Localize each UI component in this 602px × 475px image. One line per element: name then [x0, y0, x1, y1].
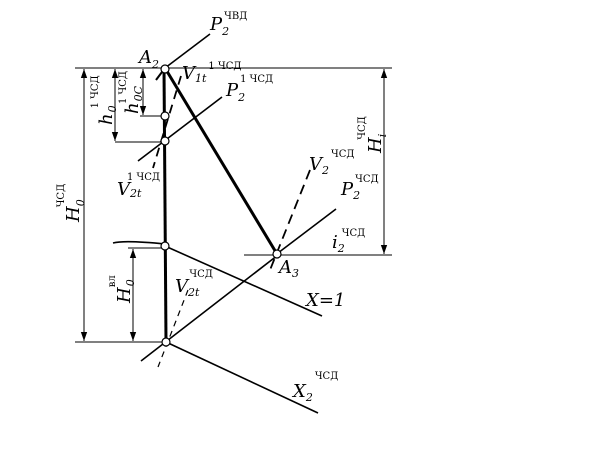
label-v2t: V2tЧСД — [175, 269, 213, 299]
isentropic-expansion-line — [162, 67, 168, 343]
label-i2: i2ЧСД — [332, 228, 365, 255]
isochore-v2t — [157, 289, 189, 368]
point-a2 — [160, 64, 170, 74]
label-h0-vl: H0вл — [107, 275, 137, 304]
isobar-x2 — [165, 341, 319, 414]
isochore-v1t — [152, 75, 182, 169]
svg-text:H0вл: H0вл — [107, 275, 137, 304]
svg-text:H0ЧСД: H0ЧСД — [56, 184, 87, 223]
point-p2-1 — [160, 136, 170, 146]
label-h0c-1: h0С1 ЧСД — [118, 71, 145, 114]
point-saturation — [160, 241, 170, 251]
label-p2-hp: P2ЧВД — [209, 11, 247, 38]
label-x2: X2ЧСД — [291, 371, 338, 404]
svg-text:HiЧСД: HiЧСД — [357, 116, 389, 154]
label-h0-total: H0ЧСД — [56, 184, 87, 223]
svg-text:h0С1 ЧСД: h0С1 ЧСД — [118, 71, 145, 114]
isobar-p2 — [277, 208, 337, 254]
label-a2: A2 — [137, 47, 159, 71]
label-v2: V2ЧСД — [309, 149, 355, 177]
isobar-p2-hp — [164, 33, 211, 69]
saturation-curve-end — [112, 240, 166, 245]
label-x1: X=1 — [304, 290, 345, 311]
svg-text:h01 ЧСД: h01 ЧСД — [90, 75, 119, 125]
saturation-line-x1 — [164, 245, 323, 317]
label-hi: HiЧСД — [357, 116, 389, 154]
isobar-p2-1 — [137, 96, 223, 162]
label-p2-1: P21 ЧСД — [225, 74, 273, 104]
label-v2t-1: V2t1 ЧСД — [117, 172, 160, 200]
label-v1t: V1t1 ЧСД — [182, 61, 241, 85]
point-h0c — [160, 111, 170, 121]
point-a3 — [272, 249, 282, 259]
actual-expansion-line — [163, 67, 279, 255]
label-h0-1: h01 ЧСД — [90, 75, 119, 125]
point-end-isentropic — [161, 337, 171, 347]
label-p2: P2ЧСД — [340, 174, 379, 202]
label-a3: A3 — [277, 257, 299, 280]
